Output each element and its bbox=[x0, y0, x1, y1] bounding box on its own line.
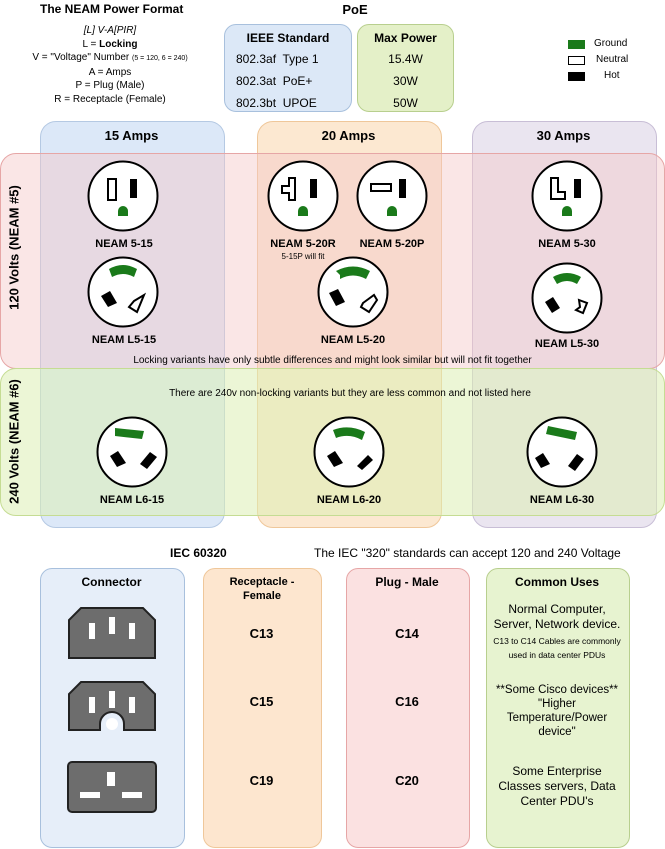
neam-format-title: The NEAM Power Format bbox=[40, 2, 184, 16]
poe-power-box bbox=[357, 24, 454, 112]
iec-use-c19: Some Enterprise Classes servers, Data Ce… bbox=[498, 764, 616, 808]
iec-connector-header: Connector bbox=[81, 575, 142, 589]
neam-5-20p-plug-icon bbox=[356, 160, 428, 232]
neam-l5-15-label: NEAM L5-15 bbox=[91, 334, 157, 346]
neam-5-20r-note: 5-15P will fit bbox=[281, 252, 325, 261]
nonlocking-note: There are 240v non-locking variants but … bbox=[169, 388, 531, 399]
neutral-swatch bbox=[568, 56, 585, 65]
legend-label: Ground bbox=[594, 38, 628, 49]
hot-swatch bbox=[568, 72, 585, 81]
legend-label: Hot bbox=[604, 70, 620, 81]
neam-5-20p-label: NEAM 5-20P bbox=[359, 238, 425, 250]
iec-receptacle-c19: C19 bbox=[249, 773, 274, 788]
iec-plug-column bbox=[346, 568, 470, 848]
column-header-20: 20 Amps bbox=[321, 128, 376, 143]
neam-l6-15-label: NEAM L6-15 bbox=[99, 494, 165, 506]
poe-power-value: 30W bbox=[393, 74, 418, 88]
iec-use-c13-note: C13 to C14 Cables are commonly used in d… bbox=[493, 636, 621, 660]
iec-use-c15: **Some Cisco devices** "Higher Temperatu… bbox=[495, 684, 619, 738]
neam-l5-30-receptacle-icon bbox=[531, 262, 603, 334]
neam-format-legend: [L] V-A[PIR] L = Locking V = "Voltage" N… bbox=[10, 24, 210, 106]
poe-row: 802.3af Type 1 bbox=[236, 52, 319, 66]
poe-power-value: 15.4W bbox=[388, 52, 423, 66]
iec-use-c13: Normal Computer, Server, Network device. bbox=[493, 602, 621, 631]
neam-format-r: R = Receptacle (Female) bbox=[54, 93, 166, 105]
column-header-15: 15 Amps bbox=[104, 128, 159, 143]
row-header-120: 120 Volts (NEAM #5) bbox=[6, 185, 22, 310]
iec-plug-c16: C16 bbox=[395, 694, 419, 709]
neam-format-v: V = "Voltage" Number (5 = 120, 6 = 240) bbox=[32, 52, 188, 63]
neam-5-15-receptacle-icon bbox=[87, 160, 159, 232]
poe-standard-list: 802.3af Type 1 802.3at PoE+ 802.3bt UPOE bbox=[236, 48, 319, 114]
iec-plug-header: Plug - Male bbox=[375, 575, 439, 589]
poe-row: 802.3at PoE+ bbox=[236, 74, 313, 88]
iec-receptacle-column bbox=[203, 568, 322, 848]
poe-standard-header: IEEE Standard bbox=[246, 31, 330, 45]
poe-power-header: Max Power bbox=[374, 31, 437, 45]
neam-l6-30-receptacle-icon bbox=[526, 416, 598, 488]
iec-plug-c14: C14 bbox=[395, 626, 419, 641]
column-header-30: 30 Amps bbox=[536, 128, 591, 143]
neam-l6-20-label: NEAM L6-20 bbox=[316, 494, 382, 506]
c13-connector-icon bbox=[68, 607, 156, 659]
neam-5-20r-receptacle-icon bbox=[267, 160, 339, 232]
neam-5-30-label: NEAM 5-30 bbox=[538, 238, 596, 250]
poe-power-list: 15.4W 30W 50W bbox=[357, 48, 454, 114]
c15-connector-icon bbox=[68, 681, 156, 731]
neam-l6-20-receptacle-icon bbox=[313, 416, 385, 488]
iec-receptacle-header: Receptacle - Female bbox=[229, 576, 295, 602]
neam-5-15-label: NEAM 5-15 bbox=[95, 238, 153, 250]
neam-l5-30-label: NEAM L5-30 bbox=[534, 338, 600, 350]
neam-format-p: P = Plug (Male) bbox=[75, 80, 145, 91]
locking-note: Locking variants have only subtle differ… bbox=[133, 355, 532, 366]
iec-plug-c20: C20 bbox=[395, 773, 419, 788]
iec-title: IEC 60320 bbox=[170, 546, 227, 560]
iec-uses-column bbox=[486, 568, 630, 848]
iec-subtitle: The IEC "320" standards can accept 120 a… bbox=[314, 546, 621, 560]
neam-l5-15-receptacle-icon bbox=[87, 256, 159, 328]
neam-l5-20-label: NEAM L5-20 bbox=[320, 334, 386, 346]
ground-swatch bbox=[568, 40, 585, 49]
poe-row: 802.3bt UPOE bbox=[236, 96, 317, 110]
c19-connector-icon bbox=[67, 761, 157, 813]
neam-format-pattern: [L] V-A[PIR] bbox=[83, 25, 137, 36]
row-header-240: 240 Volts (NEAM #6) bbox=[6, 379, 22, 504]
poe-power-value: 50W bbox=[393, 96, 418, 110]
poe-standard-box bbox=[224, 24, 352, 112]
neam-l6-15-receptacle-icon bbox=[96, 416, 168, 488]
neam-l5-20-receptacle-icon bbox=[317, 256, 389, 328]
poe-title: PoE bbox=[342, 2, 368, 17]
neam-5-20r-label: NEAM 5-20R bbox=[270, 238, 336, 250]
neam-format-a: A = Amps bbox=[88, 66, 132, 78]
neam-format-l: L = Locking bbox=[82, 38, 138, 50]
iec-uses-header: Common Uses bbox=[514, 575, 600, 589]
neam-l6-30-label: NEAM L6-30 bbox=[529, 494, 595, 506]
iec-receptacle-c15: C15 bbox=[249, 694, 274, 709]
neam-5-30-receptacle-icon bbox=[531, 160, 603, 232]
legend-label: Neutral bbox=[596, 54, 629, 65]
iec-receptacle-c13: C13 bbox=[249, 626, 274, 641]
